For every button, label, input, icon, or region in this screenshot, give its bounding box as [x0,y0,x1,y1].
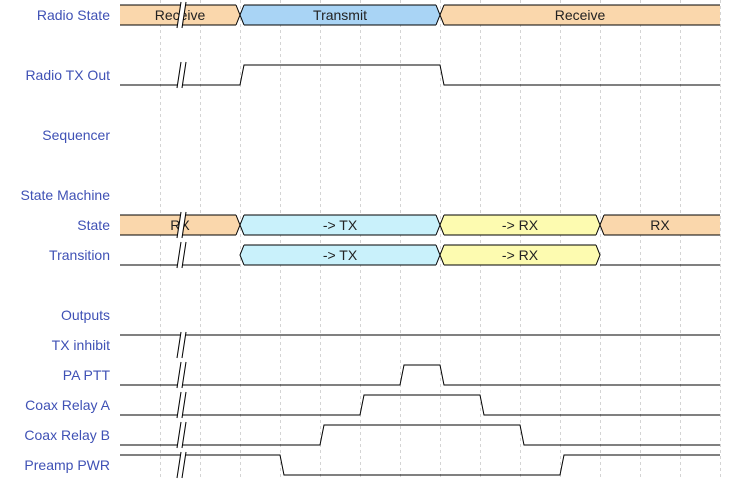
signal-label: Radio State [37,7,110,23]
signal-row-pa-ptt: PA PTT [63,361,720,389]
signal-row-radio-state: Radio StateReceiveTransmitReceive [37,1,720,29]
bus-segment: RX [599,214,720,236]
signal-label: Transition [49,247,110,263]
signal-waveform [120,454,720,476]
signal-label: Sequencer [42,127,110,143]
signal-label: Outputs [61,307,110,323]
bus-edge [599,214,605,236]
signal-waveform [120,64,720,86]
time-gap-marker [176,211,187,239]
bus-edge [439,214,445,236]
bus-segment: -> TX [239,214,441,236]
signal-label: PA PTT [63,367,111,383]
bus-value-label: -> TX [323,217,358,233]
bus-segment: -> RX [439,214,601,236]
bus-value-label: -> TX [323,247,358,263]
rows-layer: Radio StateReceiveTransmitReceiveRadio T… [21,1,720,479]
bus-segment: Receive [439,4,720,26]
bus-segment-fill [440,5,720,25]
bus-edge [239,214,245,236]
time-gap-marker [176,451,187,479]
bus-segment-fill [240,5,440,25]
time-gap-marker [176,391,187,419]
bus-value-label: Receive [555,7,606,23]
bus-segment-fill [240,245,440,265]
signal-row-coax-relay-b: Coax Relay B [24,421,720,449]
signal-label: Radio TX Out [25,67,110,83]
signal-label: State Machine [21,187,111,203]
bus-edge [239,4,245,26]
signal-label: Coax Relay B [24,427,110,443]
bus-segment-fill [240,215,440,235]
bus-segment: -> TX [239,244,441,266]
bus-edge [439,4,445,26]
grid-layer [160,0,721,480]
signal-row-radio-tx-out: Radio TX Out [25,61,720,89]
bus-edge [439,244,445,266]
signal-row-state-machine: State Machine [21,187,111,203]
signal-label: State [77,217,110,233]
signal-row-sequencer: Sequencer [42,127,110,143]
bus-segment-fill [440,215,600,235]
signal-row-coax-relay-a: Coax Relay A [25,391,720,419]
bus-value-label: -> RX [502,217,539,233]
signal-waveform [120,394,720,416]
time-gap-marker [176,421,187,449]
signal-row-transition: Transition -> TX -> RX [49,241,720,269]
bus-segment: Transmit [239,4,441,26]
time-gap-marker [176,61,187,89]
signal-row-outputs: Outputs [61,307,110,323]
bus-segment: -> RX [439,244,601,266]
time-gap-marker [176,331,187,359]
bus-edge [595,244,601,266]
bus-segment-fill [600,215,720,235]
time-gap-marker [176,1,187,29]
signal-label: TX inhibit [52,337,110,353]
signal-label: Coax Relay A [25,397,110,413]
signal-waveform [120,364,720,386]
bus-value-label: Transmit [313,7,367,23]
signal-label: Preamp PWR [24,457,110,473]
time-gap-marker [176,241,187,269]
bus-value-label: -> RX [502,247,539,263]
bus-edge [239,244,245,266]
bus-value-label: RX [650,217,670,233]
bus-segment-fill [440,245,600,265]
signal-row-preamp-pwr: Preamp PWR [24,451,720,479]
signal-row-tx-inhibit: TX inhibit [52,331,720,359]
time-gap-marker [176,361,187,389]
signal-waveform [120,424,720,446]
